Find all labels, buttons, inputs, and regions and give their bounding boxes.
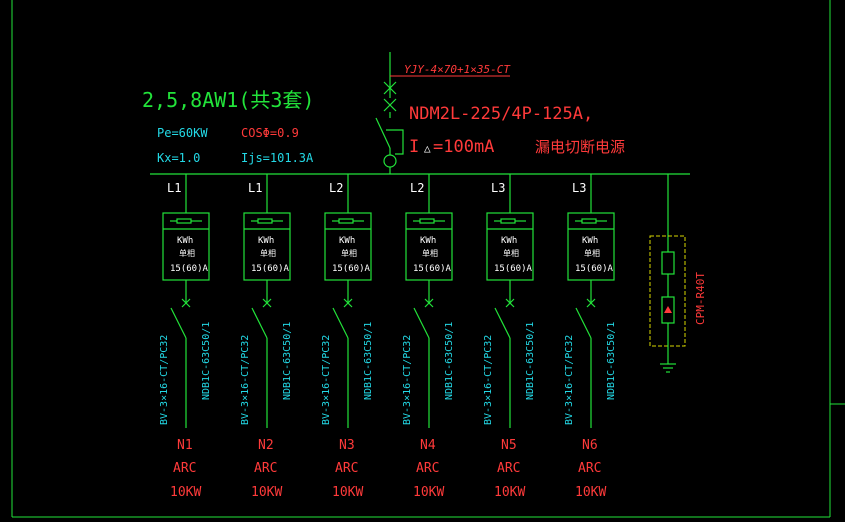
circuit-id: N1 bbox=[177, 438, 193, 453]
phase-label: L3 bbox=[572, 181, 586, 195]
meter-unit: KWh bbox=[582, 236, 598, 246]
meter-rating: 15(60)A bbox=[575, 264, 614, 274]
phase-label: L2 bbox=[329, 181, 343, 195]
load-power: 10KW bbox=[251, 485, 282, 500]
load-type: ARC bbox=[416, 461, 439, 476]
branch-cable-label: BV-3×16-CT/PC32 bbox=[159, 335, 170, 425]
load-power: 10KW bbox=[170, 485, 201, 500]
load-type: ARC bbox=[497, 461, 520, 476]
branch-breaker-label: NDB1C-63C50/1 bbox=[201, 322, 212, 400]
meter-type: 单相 bbox=[341, 248, 357, 258]
meter-rating: 15(60)A bbox=[413, 264, 452, 274]
meter-unit: KWh bbox=[177, 236, 193, 246]
meter-type: 单相 bbox=[179, 248, 195, 258]
load-type: ARC bbox=[335, 461, 358, 476]
leakage-prefix: I bbox=[409, 137, 419, 157]
load-power: 10KW bbox=[332, 485, 363, 500]
phase-label: L1 bbox=[167, 181, 181, 195]
delta-symbol: △ bbox=[424, 142, 431, 155]
circuit-id: N3 bbox=[339, 438, 355, 453]
spd-label: CPM-R40T bbox=[694, 272, 707, 325]
param-pe: Pe=60KW bbox=[157, 126, 208, 140]
meter-type: 单相 bbox=[422, 248, 438, 258]
branch-breaker-label: NDB1C-63C50/1 bbox=[444, 322, 455, 400]
meter-type: 单相 bbox=[503, 248, 519, 258]
branch-cable-label: BV-3×16-CT/PC32 bbox=[402, 335, 413, 425]
meter-type: 单相 bbox=[584, 248, 600, 258]
branch-cable-label: BV-3×16-CT/PC32 bbox=[564, 335, 575, 425]
meter-rating: 15(60)A bbox=[170, 264, 209, 274]
param-kx: Kx=1.0 bbox=[157, 151, 200, 165]
incoming-feeder: YJY-4×70+1×35-CT NDM2L-225/4P-125A, I △ … bbox=[375, 52, 625, 174]
meter-unit: KWh bbox=[420, 236, 436, 246]
surge-protector: CPM-R40T bbox=[649, 174, 707, 373]
incoming-cable-label: YJY-4×70+1×35-CT bbox=[404, 63, 511, 76]
load-power: 10KW bbox=[575, 485, 606, 500]
arrester-icon bbox=[664, 306, 672, 313]
load-power: 10KW bbox=[413, 485, 444, 500]
param-cos: COSΦ=0.9 bbox=[241, 126, 299, 140]
circuit-id: N6 bbox=[582, 438, 598, 453]
branch-cable-label: BV-3×16-CT/PC32 bbox=[483, 335, 494, 425]
branch-breaker-label: NDB1C-63C50/1 bbox=[282, 322, 293, 400]
load-type: ARC bbox=[173, 461, 196, 476]
load-power: 10KW bbox=[494, 485, 525, 500]
circuit-id: N4 bbox=[420, 438, 436, 453]
phase-label: L1 bbox=[248, 181, 262, 195]
leakage-note: 漏电切断电源 bbox=[535, 138, 625, 156]
param-ijs: Ijs=101.3A bbox=[241, 151, 314, 165]
meter-unit: KWh bbox=[501, 236, 517, 246]
meter-unit: KWh bbox=[339, 236, 355, 246]
load-type: ARC bbox=[254, 461, 277, 476]
branch-breaker-label: NDB1C-63C50/1 bbox=[606, 322, 617, 400]
meter-unit: KWh bbox=[258, 236, 274, 246]
leakage-value: =100mA bbox=[433, 137, 494, 157]
branch-breaker-label: NDB1C-63C50/1 bbox=[363, 322, 374, 400]
meter-rating: 15(60)A bbox=[251, 264, 290, 274]
incoming-breaker-label: NDM2L-225/4P-125A, bbox=[409, 104, 593, 124]
meter-rating: 15(60)A bbox=[332, 264, 371, 274]
branch-cable-label: BV-3×16-CT/PC32 bbox=[321, 335, 332, 425]
load-type: ARC bbox=[578, 461, 601, 476]
phase-label: L3 bbox=[491, 181, 505, 195]
circuit-id: N2 bbox=[258, 438, 274, 453]
panel-title: 2,5,8AW1(共3套) bbox=[142, 88, 314, 112]
phase-label: L2 bbox=[410, 181, 424, 195]
branch-breaker-label: NDB1C-63C50/1 bbox=[525, 322, 536, 400]
circuit-id: N5 bbox=[501, 438, 517, 453]
branch-cable-label: BV-3×16-CT/PC32 bbox=[240, 335, 251, 425]
meter-rating: 15(60)A bbox=[494, 264, 533, 274]
meter-type: 单相 bbox=[260, 248, 276, 258]
